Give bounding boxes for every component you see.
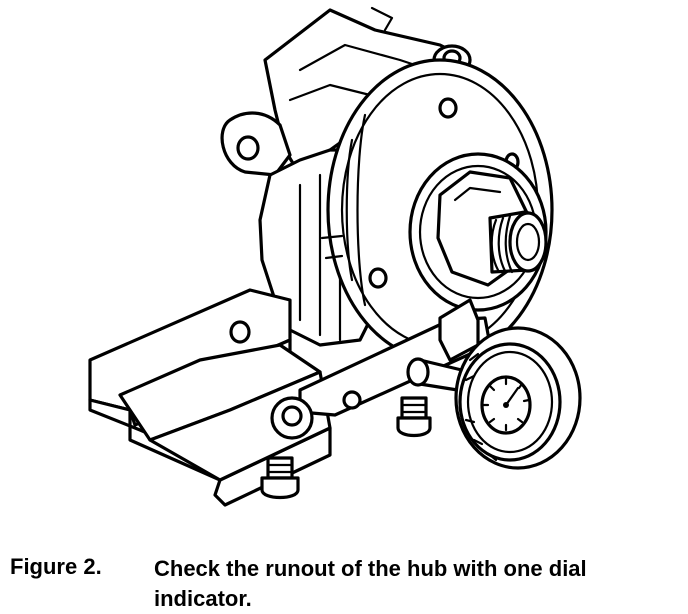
- dial-indicator: [406, 326, 582, 470]
- mounting-bracket: [88, 288, 492, 507]
- figure-caption: Figure 2. Check the runout of the hub wi…: [0, 548, 688, 611]
- figure-caption-text: Check the runout of the hub with one dia…: [154, 556, 587, 611]
- figure-label: Figure 2.: [10, 554, 102, 579]
- threaded-spindle: [488, 210, 548, 274]
- adjusting-screws: [260, 396, 432, 500]
- hub-runout-illustration: [88, 6, 582, 507]
- steering-knuckle: [220, 6, 472, 347]
